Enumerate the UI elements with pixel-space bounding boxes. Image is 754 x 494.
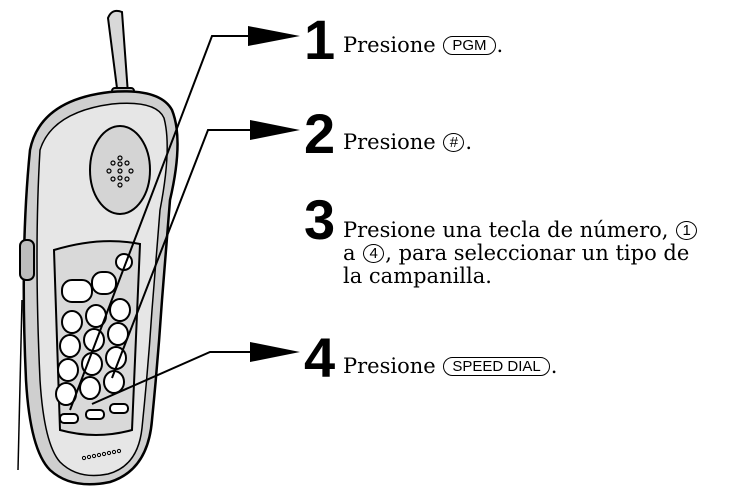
step-number: 4 [304, 326, 336, 389]
number-key-1-icon: 1 [676, 221, 698, 240]
step-text: Presione PGM. [343, 35, 503, 56]
step-label: Presione [343, 130, 436, 154]
step-label: Presione una tecla de número, [343, 218, 669, 242]
step-text: Presione #. [343, 132, 472, 153]
step-label: , para seleccionar un tipo de [385, 241, 690, 265]
step-number: 1 [304, 8, 336, 71]
step-text-line-2: a 4, para seleccionar un tipo de [343, 243, 689, 264]
step-punct: . [496, 33, 504, 57]
step-text: Presione SPEED DIAL. [343, 356, 557, 377]
step-number: 3 [304, 188, 336, 251]
pound-key-icon: # [443, 133, 465, 152]
number-key-4-icon: 4 [363, 244, 385, 263]
step-label: a [343, 241, 356, 265]
step-text-line-3: la campanilla. [343, 264, 492, 288]
step-punct: . [550, 354, 558, 378]
step-number: 2 [304, 102, 336, 165]
step-text-line-1: Presione una tecla de número, 1 [343, 220, 698, 241]
antenna-icon [106, 9, 135, 103]
step-punct: . [465, 130, 473, 154]
cordless-handset-icon [17, 90, 179, 486]
step-label: Presione [343, 33, 436, 57]
pgm-key-icon: PGM [443, 36, 496, 55]
speed-dial-key-icon: SPEED DIAL [443, 357, 550, 376]
step-label: Presione [343, 354, 436, 378]
